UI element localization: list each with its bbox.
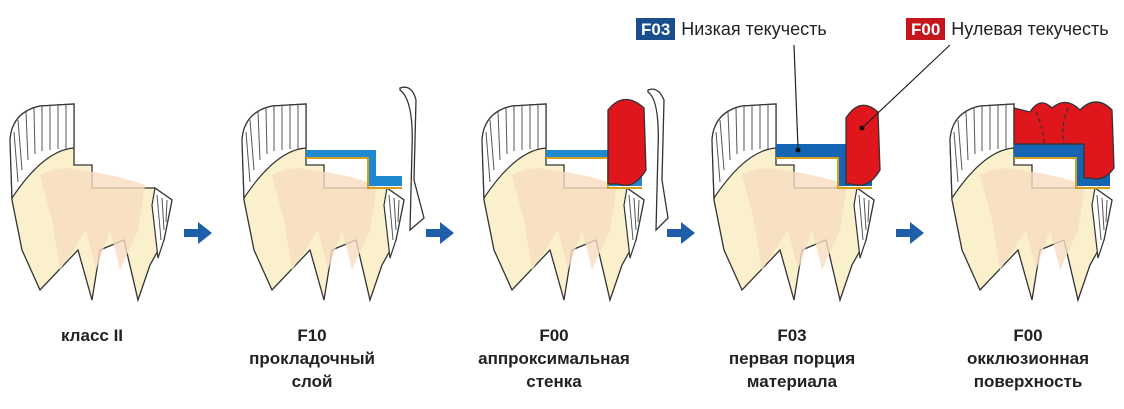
arrow-right-icon <box>426 222 454 244</box>
caption-step-4-code: F03 <box>702 324 882 347</box>
caption-step-5-line-1: окклюзионная <box>938 347 1118 370</box>
arrow-right-icon <box>667 222 695 244</box>
caption-step-4-line-2: материала <box>702 370 882 393</box>
caption-step-5-code: F00 <box>938 324 1118 347</box>
caption-step-2-line-2: слой <box>222 370 402 393</box>
legend-f03: F03 Низкая текучесть <box>636 18 827 40</box>
tooth-occlusal-surface <box>950 102 1114 300</box>
leader-line-f00 <box>862 45 950 128</box>
leader-line-f03 <box>794 45 798 148</box>
tooth-approximal-wall <box>482 89 668 300</box>
arrow-right-icon <box>896 222 924 244</box>
caption-step-3-line-1: аппроксимальная <box>464 347 644 370</box>
tooth-liner <box>242 87 424 300</box>
tooth-class-ii <box>10 104 172 300</box>
caption-step-4: F03 первая порция материала <box>702 324 882 393</box>
caption-step-3: F00 аппроксимальная стенка <box>464 324 644 393</box>
caption-step-2-line-1: прокладочный <box>222 347 402 370</box>
caption-step-2-code: F10 <box>222 324 402 347</box>
caption-step-2: F10 прокладочный слой <box>222 324 402 393</box>
caption-step-1-line-1: класс II <box>2 324 182 347</box>
legend-f00-badge: F00 <box>906 18 945 40</box>
legend-f03-badge: F03 <box>636 18 675 40</box>
legend-f03-label: Низкая текучесть <box>681 19 826 40</box>
legend-f00-label: Нулевая текучесть <box>951 19 1108 40</box>
caption-step-3-code: F00 <box>464 324 644 347</box>
legend-f00: F00 Нулевая текучесть <box>906 18 1109 40</box>
arrow-right-icon <box>184 222 212 244</box>
caption-step-5-line-2: поверхность <box>938 370 1118 393</box>
caption-step-5: F00 окклюзионная поверхность <box>938 324 1118 393</box>
caption-step-1: класс II <box>2 324 182 347</box>
tooth-first-portion <box>712 104 880 300</box>
caption-step-3-line-2: стенка <box>464 370 644 393</box>
caption-step-4-line-1: первая порция <box>702 347 882 370</box>
